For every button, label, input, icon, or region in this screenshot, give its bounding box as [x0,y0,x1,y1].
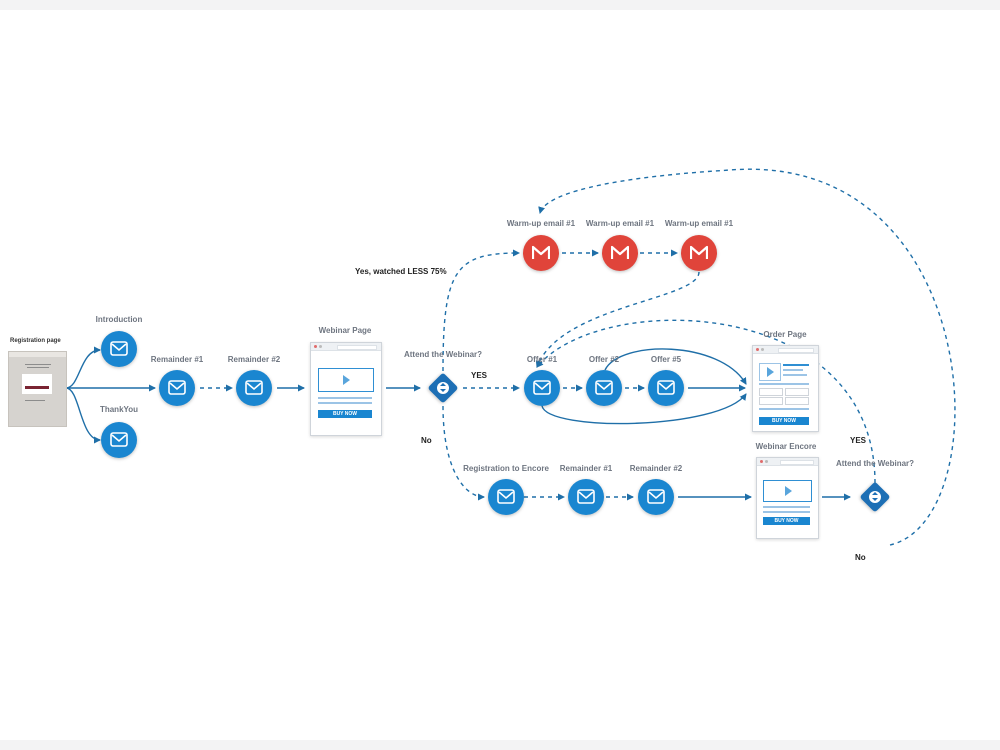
webinar-page-label: Webinar Page [318,326,372,335]
play-icon-encore [763,480,812,502]
email-remainder2[interactable] [236,370,272,406]
email-encore-remainder1[interactable] [568,479,604,515]
offer5-label: Offer #5 [650,355,682,364]
email-offer1[interactable] [524,370,560,406]
top-bar [0,0,1000,10]
thankyou-label: ThankYou [99,405,139,414]
buy-now-button[interactable]: BUY NOW [318,410,372,418]
gmail-warmup2[interactable] [602,235,638,271]
envelope-icon [657,380,675,395]
gmail-icon [611,245,629,259]
gmail-icon [532,245,550,259]
play-icon [318,368,374,392]
email-thankyou[interactable] [101,422,137,458]
edge-reg-intro [65,346,101,389]
gmail-warmup3[interactable] [681,235,717,271]
envelope-icon [533,380,551,395]
envelope-icon [245,380,263,395]
attend-webinar-2-label: Attend the Webinar? [835,459,915,468]
encore-buy-now-button[interactable]: BUY NOW [763,517,810,525]
edge-reg-thanks [65,387,101,444]
offer1-label: Offer #1 [526,355,558,364]
envelope-icon [168,380,186,395]
envelope-icon [647,489,665,504]
email-registration-encore[interactable] [488,479,524,515]
encore-remainder1-label: Remainder #1 [559,464,613,473]
up-down-arrows-icon [437,382,449,394]
yes-2-label: YES [850,436,867,445]
encore-remainder2-label: Remainder #2 [629,464,683,473]
webinar-encore-label: Webinar Encore [755,442,817,451]
gmail-warmup1[interactable] [523,235,559,271]
webinar-page-thumbnail: BUY NOW [310,342,382,436]
remainder2-label: Remainder #2 [227,355,281,364]
envelope-icon [110,432,128,447]
yes-label: YES [471,371,488,380]
order-page-label: Order Page [763,330,807,339]
edge-attend2-offer1 [536,319,876,484]
yes-less-label: Yes, watched LESS 75% [355,267,447,276]
registration-encore-label: Registration to Encore [463,464,549,473]
no-2-label: No [855,553,866,562]
envelope-icon [577,489,595,504]
edge-attend-warm1 [442,249,520,372]
gmail-icon [690,245,708,259]
warmup2-label: Warm-up email #1 [585,219,655,228]
envelope-icon [110,341,128,356]
no-label: No [421,436,432,445]
edge-attend-encore [442,405,485,501]
attend-webinar-label: Attend the Webinar? [403,350,483,359]
order-buy-now-button[interactable]: BUY NOW [759,417,809,425]
edge-offer1-order-bottom [541,393,747,425]
email-remainder1[interactable] [159,370,195,406]
offer2-label: Offer #2 [588,355,620,364]
email-offer2[interactable] [586,370,622,406]
email-offer5[interactable] [648,370,684,406]
email-encore-remainder2[interactable] [638,479,674,515]
warmup1-label: Warm-up email #1 [506,219,576,228]
registration-page-label: Registration page [10,338,61,344]
up-down-arrows-icon [869,491,881,503]
remainder1-label: Remainder #1 [150,355,204,364]
bottom-bar [0,740,1000,750]
warmup3-label: Warm-up email #1 [664,219,734,228]
edge-warm3-offer1 [535,271,700,368]
registration-page-thumbnail [8,351,67,427]
order-page-thumbnail: BUY NOW [752,345,819,432]
webinar-encore-thumbnail: BUY NOW [756,457,819,539]
introduction-label: Introduction [95,315,143,324]
email-introduction[interactable] [101,331,137,367]
edge-offer2-order-top [604,348,747,385]
envelope-icon [595,380,613,395]
envelope-icon [497,489,515,504]
